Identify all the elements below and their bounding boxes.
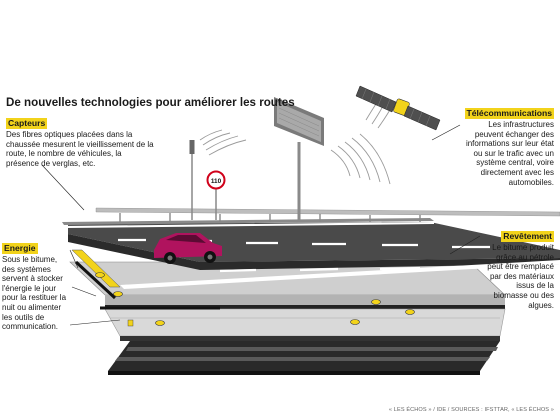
capteurs-section: Capteurs Des fibres optiques placées dan… xyxy=(6,118,156,168)
revetement-label: Revêtement xyxy=(501,231,554,242)
telecom-text: Les infrastructures peuvent échanger des… xyxy=(465,120,554,187)
speed-sign: 110 xyxy=(206,170,226,220)
revetement-section: Revêtement Le bitume produit grâce au pé… xyxy=(482,231,554,310)
source-credit: « LES ÉCHOS » / IDE / SOURCES : IFSTTAR,… xyxy=(388,407,554,413)
speed-sign-text: 110 xyxy=(211,178,222,185)
energy-strips xyxy=(71,249,220,327)
foundation-layer xyxy=(69,261,506,341)
energie-label: Energie xyxy=(2,243,38,254)
energie-text: Sous le bitume, des systèmes servent à s… xyxy=(2,255,67,332)
page-title: De nouvelles technologies pour améliorer… xyxy=(6,96,295,109)
leader-lines xyxy=(41,124,481,326)
energie-section: Energie Sous le bitume, des systèmes ser… xyxy=(2,243,72,332)
satellite-icon xyxy=(355,85,441,131)
car-illustration xyxy=(154,233,222,264)
signal-waves xyxy=(199,103,393,185)
capteurs-text: Des fibres optiques placées dans la chau… xyxy=(6,130,154,168)
guardrail xyxy=(95,207,560,222)
message-panel xyxy=(274,97,324,220)
telecom-section: Télécommunications Les infrastructures p… xyxy=(462,108,554,187)
sensor-pole xyxy=(189,140,195,220)
sensor-markers xyxy=(95,272,415,326)
revetement-text: Le bitume produit grâce au pétrole peut … xyxy=(487,243,554,310)
capteurs-label: Capteurs xyxy=(6,118,48,129)
subgrade-layers xyxy=(108,341,500,375)
telecom-label: Télécommunications xyxy=(464,108,554,119)
asphalt-surface xyxy=(62,218,560,289)
